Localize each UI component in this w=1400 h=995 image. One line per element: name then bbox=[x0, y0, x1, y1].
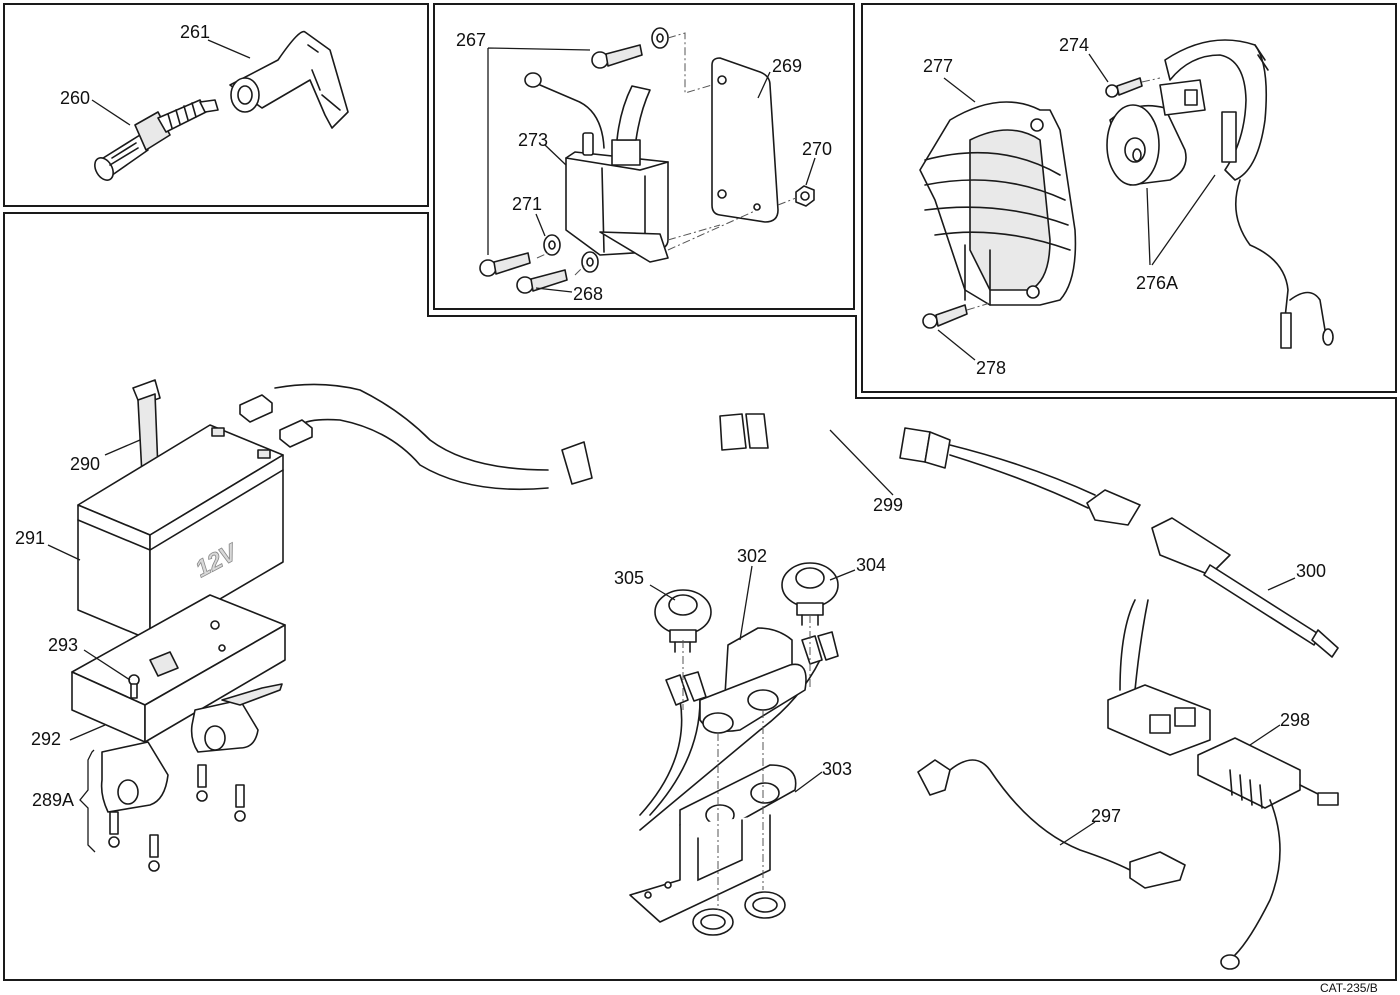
leader-290 bbox=[104, 439, 141, 456]
callout-270: 270 bbox=[802, 139, 832, 159]
leader-274 bbox=[1088, 53, 1109, 83]
callout-292: 292 bbox=[31, 729, 61, 749]
tube-clamps[interactable] bbox=[100, 683, 283, 813]
leader-267 bbox=[487, 47, 591, 255]
leader-303 bbox=[794, 771, 823, 793]
stator-cover-panel-frame bbox=[861, 3, 1397, 393]
spark-plug-cap[interactable] bbox=[229, 30, 349, 129]
assembly-lines-stator bbox=[966, 77, 1161, 311]
callout-273: 273 bbox=[518, 130, 548, 150]
harness-power-connector[interactable] bbox=[1107, 684, 1211, 756]
leader-304 bbox=[829, 569, 856, 581]
leader-268 bbox=[535, 287, 573, 293]
drawing-reference: CAT-235/B bbox=[1320, 981, 1378, 995]
spark-plug-panel-frame bbox=[3, 3, 429, 207]
callout-297: 297 bbox=[1091, 806, 1121, 826]
callout-303: 303 bbox=[822, 759, 852, 779]
callout-299: 299 bbox=[873, 495, 903, 515]
callout-261: 261 bbox=[180, 22, 210, 42]
callout-268: 268 bbox=[573, 284, 603, 304]
leader-297 bbox=[1059, 821, 1096, 846]
callout-300: 300 bbox=[1296, 561, 1326, 581]
leader-293 bbox=[83, 649, 131, 681]
ignition-coil-panel-frame bbox=[433, 3, 855, 310]
callout-304: 304 bbox=[856, 555, 886, 575]
callout-302: 302 bbox=[737, 546, 767, 566]
callout-276A: 276A bbox=[1136, 273, 1178, 293]
leader-291 bbox=[47, 544, 81, 561]
wiring-harness-panel-frame bbox=[3, 212, 1397, 981]
callout-269: 269 bbox=[772, 56, 802, 76]
callout-277: 277 bbox=[923, 56, 953, 76]
callout-271: 271 bbox=[512, 194, 542, 214]
leader-305 bbox=[649, 584, 676, 601]
leader-298 bbox=[1249, 724, 1281, 746]
callout-293: 293 bbox=[48, 635, 78, 655]
spark-plug[interactable] bbox=[91, 99, 219, 183]
leader-261 bbox=[207, 39, 251, 59]
stator-cover[interactable] bbox=[919, 101, 1077, 306]
switch-plate[interactable] bbox=[665, 627, 839, 734]
sensor-lead-connector[interactable] bbox=[1151, 517, 1339, 658]
leader-292 bbox=[69, 724, 106, 741]
leader-277 bbox=[943, 77, 976, 103]
leader-278 bbox=[937, 329, 976, 361]
callout-260: 260 bbox=[60, 88, 90, 108]
leader-300 bbox=[1267, 577, 1296, 591]
stator-ring-with-lead[interactable] bbox=[1164, 39, 1334, 349]
callout-274: 274 bbox=[1059, 35, 1089, 55]
leader-271 bbox=[535, 213, 546, 237]
leader-273 bbox=[544, 144, 567, 166]
stator-bolts[interactable] bbox=[922, 77, 1143, 329]
connector-lead[interactable] bbox=[917, 759, 1186, 889]
tray-screw[interactable] bbox=[128, 674, 140, 699]
battery-strap[interactable] bbox=[132, 379, 161, 476]
clamp-screws[interactable] bbox=[108, 764, 246, 872]
power-connector-with-ground-lead[interactable] bbox=[1197, 737, 1339, 970]
switch-lock-nuts[interactable] bbox=[692, 891, 786, 936]
leader-276A bbox=[1146, 174, 1216, 266]
callout-298: 298 bbox=[1280, 710, 1310, 730]
leader-270 bbox=[805, 157, 816, 186]
battery-12v[interactable]: 12V bbox=[77, 424, 284, 641]
leader-302 bbox=[739, 565, 753, 641]
stator-rotor[interactable] bbox=[1106, 79, 1206, 186]
leader-260 bbox=[91, 99, 131, 126]
callout-278: 278 bbox=[976, 358, 1006, 378]
coil-mounting-plate[interactable] bbox=[711, 57, 779, 223]
callout-291: 291 bbox=[15, 528, 45, 548]
brace-289A bbox=[79, 749, 96, 853]
ignition-coil[interactable] bbox=[524, 72, 669, 263]
callout-290: 290 bbox=[70, 454, 100, 474]
callout-267: 267 bbox=[456, 30, 486, 50]
callout-289A: 289A bbox=[32, 790, 74, 810]
callout-305: 305 bbox=[614, 568, 644, 588]
leader-299 bbox=[829, 429, 894, 496]
coil-nut[interactable] bbox=[795, 185, 815, 207]
assembly-lines-switches bbox=[682, 615, 811, 910]
coil-bolts[interactable] bbox=[479, 44, 643, 294]
switch-mounting-bracket[interactable] bbox=[629, 764, 797, 923]
coil-washers[interactable] bbox=[543, 27, 669, 273]
leader-269 bbox=[757, 71, 771, 99]
assembly-lines-coil bbox=[536, 32, 797, 276]
